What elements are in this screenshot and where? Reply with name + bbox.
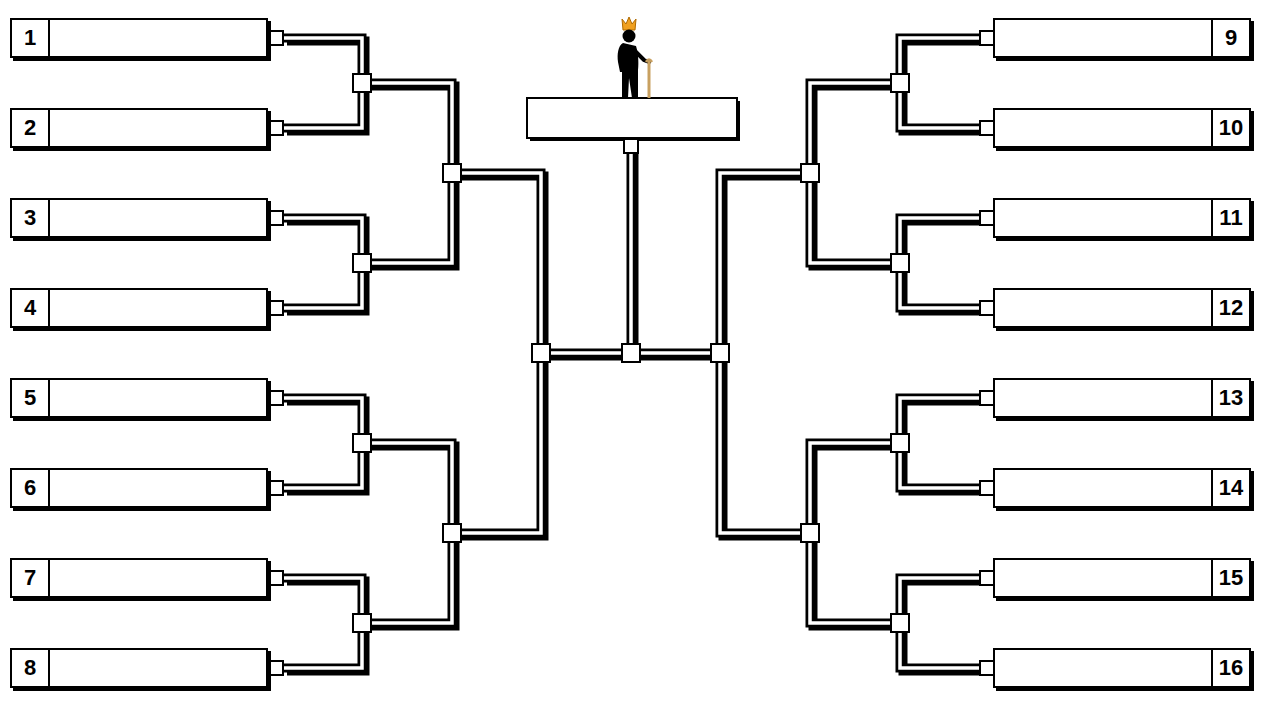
slot-connector [980,481,994,495]
seed-number: 9 [1211,20,1249,56]
crown [622,17,636,30]
seed-number: 5 [12,380,50,416]
slot-connector [269,121,283,135]
podium-connector [624,139,638,153]
junction-square [532,344,550,362]
pipe-outline [284,38,986,668]
seed-number: 15 [1211,560,1249,596]
slot-blank [50,20,266,56]
seed-number: 11 [1211,200,1249,236]
slot-blank [50,470,266,506]
seed-number: 13 [1211,380,1249,416]
pipe-core [284,38,986,668]
bracket-slot: 8 [10,648,268,688]
slot-connector [269,211,283,225]
figure-head [623,30,636,43]
bracket-slot: 5 [10,378,268,418]
pipe-shadow [287,41,989,671]
bracket-slot: 3 [10,198,268,238]
seed-number: 12 [1211,290,1249,326]
pipe-outline-path [284,38,986,668]
slot-blank [995,560,1211,596]
bracket-slot: 16 [993,648,1251,688]
slot-connector [269,661,283,675]
slot-connector [980,121,994,135]
junction-square [891,434,909,452]
slot-blank [995,110,1211,146]
bracket-slot: 2 [10,108,268,148]
slot-blank [50,560,266,596]
bracket-slot: 10 [993,108,1251,148]
junction-square [443,524,461,542]
seed-number: 4 [12,290,50,326]
seed-number: 7 [12,560,50,596]
slot-connector [269,391,283,405]
slot-blank [50,200,266,236]
junction-square [891,74,909,92]
bracket-slot: 12 [993,288,1251,328]
junction-square [801,164,819,182]
cane-handle [646,60,652,63]
slot-connector [980,211,994,225]
champion-figure [618,17,652,98]
podium-box [527,98,737,138]
bracket-slot: 1 [10,18,268,58]
slot-blank [50,650,266,686]
bracket-slot: 7 [10,558,268,598]
junctions [353,74,909,632]
seed-number: 8 [12,650,50,686]
bracket-slot: 11 [993,198,1251,238]
junction-square [622,344,640,362]
slot-connector [980,391,994,405]
slot-blank [50,110,266,146]
slot-connectors [269,31,994,675]
slot-blank [995,200,1211,236]
bracket-slot: 14 [993,468,1251,508]
seed-number: 2 [12,110,50,146]
junction-square [891,254,909,272]
slot-connector [980,661,994,675]
pipe-core-path [284,38,986,668]
junction-square [353,614,371,632]
junction-square [801,524,819,542]
slot-connector [269,31,283,45]
seed-number: 6 [12,470,50,506]
bracket-slot: 6 [10,468,268,508]
slot-connector [980,571,994,585]
bracket-slot: 4 [10,288,268,328]
pipe-shadow-path [287,41,989,671]
slot-blank [50,380,266,416]
junction-square [353,434,371,452]
bracket-slot: 9 [993,18,1251,58]
slot-blank [50,290,266,326]
seed-number: 14 [1211,470,1249,506]
champion-podium [527,98,740,153]
slot-blank [995,290,1211,326]
slot-blank [995,470,1211,506]
slot-connector [269,301,283,315]
slot-connector [980,31,994,45]
junction-square [711,344,729,362]
seed-number: 1 [12,20,50,56]
cane [648,61,651,98]
junction-square [443,164,461,182]
slot-connector [269,571,283,585]
seed-number: 3 [12,200,50,236]
slot-connector [980,301,994,315]
slot-blank [995,20,1211,56]
slot-connector [269,481,283,495]
bracket-slot: 13 [993,378,1251,418]
junction-square [353,254,371,272]
slot-blank [995,650,1211,686]
junction-square [891,614,909,632]
seed-number: 10 [1211,110,1249,146]
bracket-slot: 15 [993,558,1251,598]
seed-number: 16 [1211,650,1249,686]
slot-blank [995,380,1211,416]
junction-square [353,74,371,92]
